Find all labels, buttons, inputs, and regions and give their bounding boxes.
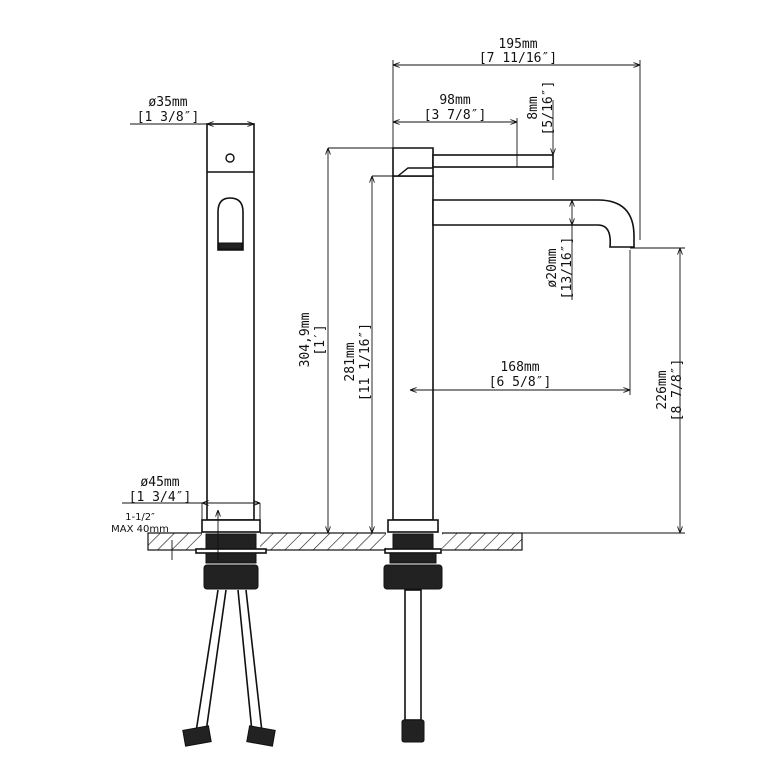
base-diameter-mm: ø45mm [140, 475, 179, 490]
spout-diameter-mm: ø20mm [545, 248, 560, 287]
base-diameter-inch: [1 3/4″] [129, 490, 192, 505]
spout-reach-mm: 168mm [500, 360, 539, 375]
aerator-slot [217, 197, 244, 251]
faucet-side-view [171, 123, 276, 747]
handle-thickness-mm: 8mm [526, 96, 541, 120]
max-counter-inch: 1-1/2″ [125, 512, 155, 523]
top-diameter-inch: [1 3/8″] [137, 110, 200, 125]
total-depth-mm: 195mm [498, 37, 537, 52]
dimension-lines [122, 60, 685, 534]
total-depth-inch: [7 11/16″] [479, 51, 557, 66]
handle-pivot-icon [225, 153, 235, 163]
total-height-mm: 304,9mm [298, 312, 313, 367]
spout [432, 199, 635, 248]
handle-length-mm: 98mm [439, 93, 470, 108]
body-height-mm: 281mm [343, 342, 358, 381]
total-height-inch: [1′] [313, 324, 328, 355]
handle-lever [432, 154, 554, 168]
spout-height-mm: 226mm [655, 370, 670, 409]
max-counter-mm: MAX 40mm [111, 524, 169, 535]
faucet-front-view [383, 147, 635, 743]
handle-thickness-inch: [5/16″] [541, 81, 556, 136]
top-diameter-mm: ø35mm [148, 95, 187, 110]
handle-length-inch: [3 7/8″] [424, 108, 487, 123]
spout-diameter-inch: [13/16″] [560, 237, 575, 300]
body-height-inch: [11 1/16″] [358, 323, 373, 401]
spout-reach-inch: [6 5/8″] [489, 375, 552, 390]
spout-height-inch: [8 7/8″] [670, 359, 685, 422]
